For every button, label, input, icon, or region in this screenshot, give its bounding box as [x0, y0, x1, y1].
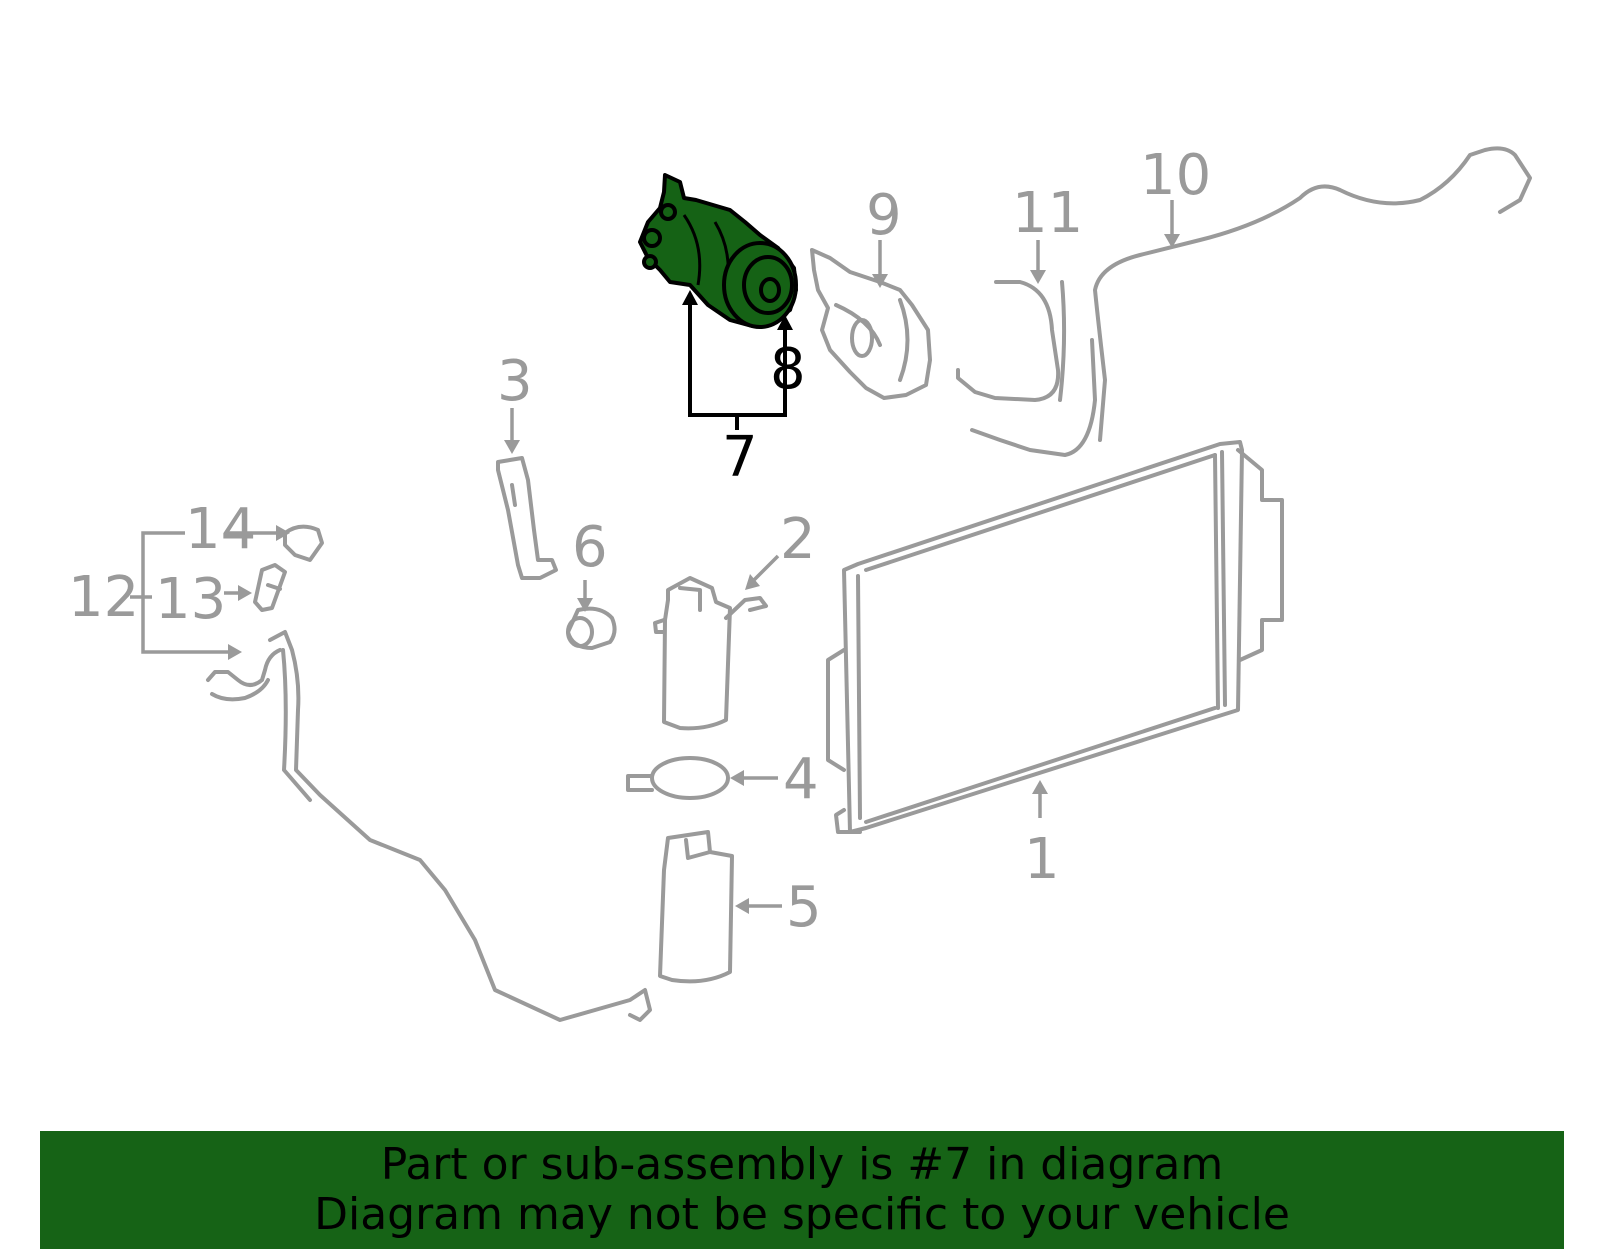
leader-2 [750, 554, 780, 584]
callout-3: 3 [497, 349, 533, 414]
callout-12: 12 [68, 565, 139, 630]
callout-9: 9 [866, 183, 902, 248]
callout-8: 8 [770, 337, 806, 402]
switch-part-6[interactable] [566, 606, 617, 650]
callout-2: 2 [780, 507, 816, 572]
callout-1: 1 [1024, 827, 1060, 892]
condenser-part-1[interactable] [826, 440, 1284, 834]
desiccant-part-5[interactable] [658, 830, 734, 984]
callout-6: 6 [572, 515, 608, 580]
hose-part-11[interactable] [956, 280, 1097, 457]
compressor-assembly[interactable] [638, 173, 798, 329]
oring-part-13[interactable] [253, 563, 287, 612]
bracket-12 [130, 525, 290, 660]
clamp-part-4[interactable] [626, 756, 730, 800]
line-part-10[interactable] [1093, 146, 1532, 442]
banner-line-2: Diagram may not be specific to your vehi… [314, 1189, 1290, 1240]
bracket-part-3[interactable] [496, 456, 558, 580]
banner-line-1: Part or sub-assembly is #7 in diagram [380, 1139, 1224, 1190]
info-banner: Part or sub-assembly is #7 in diagram Di… [40, 1131, 1564, 1249]
drier-part-2[interactable] [653, 576, 768, 731]
callout-10: 10 [1140, 143, 1211, 208]
line-part-12[interactable] [206, 630, 652, 1022]
callout-4: 4 [783, 747, 819, 812]
bracket-part-9[interactable] [810, 248, 932, 400]
callout-7: 7 [722, 425, 758, 490]
callout-leader-7-8 [682, 290, 793, 430]
callout-13: 13 [155, 567, 226, 632]
cap-part-14[interactable] [283, 524, 324, 562]
callout-11: 11 [1012, 181, 1083, 246]
callout-5: 5 [786, 875, 822, 940]
callout-14: 14 [185, 497, 256, 562]
